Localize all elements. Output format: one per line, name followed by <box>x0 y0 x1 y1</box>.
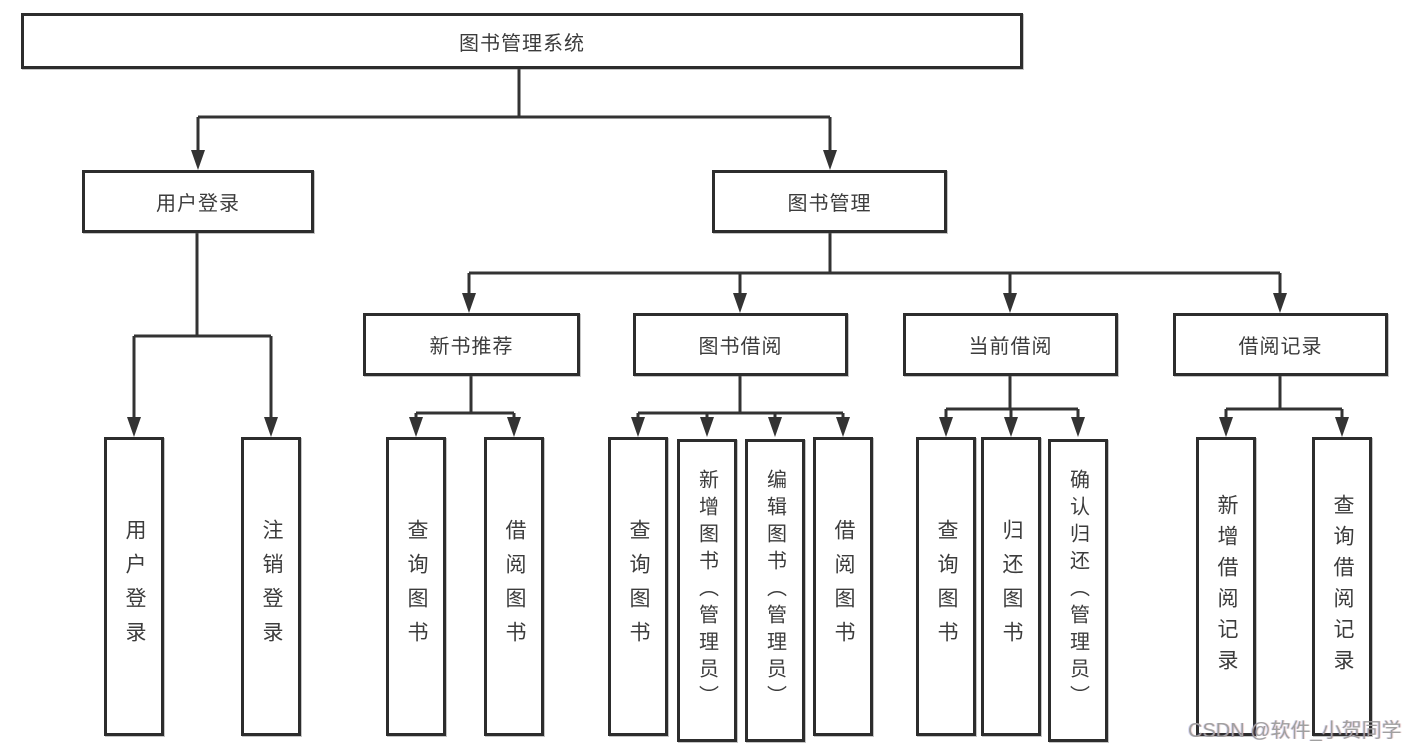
leaf-add-borrow-record: 新增借阅记录 <box>1196 437 1256 736</box>
leaf-label: 注销登录 <box>260 518 283 655</box>
leaf-query-books-borrowing: 查询图书 <box>608 437 668 736</box>
edge-borrow-records-split <box>1224 376 1344 419</box>
leaf-label: 查询图书 <box>405 518 428 655</box>
leaf-query-borrow-record: 查询借阅记录 <box>1312 437 1372 736</box>
leaf-query-books-current: 查询图书 <box>916 437 976 736</box>
node-label: 用户登录 <box>156 193 240 215</box>
edge-new-book-split <box>414 376 516 419</box>
leaf-label: 用户登录 <box>123 518 146 655</box>
edge-book-borrow-split <box>636 376 845 419</box>
leaf-edit-books-admin: 编辑图书（管理员） <box>745 439 805 742</box>
leaf-borrow-books-borrowing: 借阅图书 <box>813 437 873 736</box>
leaf-label: 查询图书 <box>627 518 650 655</box>
leaf-label: 新增借阅记录 <box>1215 493 1238 680</box>
edge-current-borrow-split <box>944 376 1080 419</box>
leaf-user-login: 用户登录 <box>104 437 164 736</box>
node-current-borrowing: 当前借阅 <box>903 313 1118 376</box>
leaf-label: 借阅图书 <box>832 518 855 655</box>
leaf-label: 新增图书（管理员） <box>695 469 718 712</box>
leaf-label: 编辑图书（管理员） <box>763 469 786 712</box>
leaf-label: 归还图书 <box>1000 518 1023 655</box>
leaf-confirm-return-admin: 确认归还（管理员） <box>1048 439 1108 742</box>
node-label: 新书推荐 <box>429 336 514 358</box>
node-book-management: 图书管理 <box>712 170 947 233</box>
leaf-logout: 注销登录 <box>241 437 301 736</box>
leaf-borrow-books-recommendation: 借阅图书 <box>484 437 544 736</box>
edge-book-management-split <box>467 233 1282 295</box>
leaf-query-books-recommendation: 查询图书 <box>386 437 446 736</box>
edge-user-login-split <box>132 233 273 419</box>
node-user-login: 用户登录 <box>82 170 314 233</box>
edge-root-split <box>196 69 832 152</box>
leaf-return-books: 归还图书 <box>981 437 1041 736</box>
node-book-borrowing: 图书借阅 <box>633 313 848 376</box>
node-library-management-system: 图书管理系统 <box>21 13 1023 69</box>
leaf-label: 借阅图书 <box>503 518 526 655</box>
leaf-add-books-admin: 新增图书（管理员） <box>677 439 737 742</box>
node-label: 图书管理系统 <box>459 32 585 55</box>
node-new-book-recommendation: 新书推荐 <box>363 313 580 376</box>
node-label: 当前借阅 <box>968 336 1053 358</box>
node-label: 借阅记录 <box>1238 336 1323 358</box>
node-label: 图书管理 <box>787 193 872 215</box>
node-borrowing-records: 借阅记录 <box>1173 313 1388 376</box>
node-label: 图书借阅 <box>698 336 783 358</box>
csdn-watermark: CSDN @软件_小贺同学 <box>1188 720 1402 742</box>
leaf-label: 查询图书 <box>935 518 958 655</box>
leaf-label: 查询借阅记录 <box>1331 493 1354 680</box>
leaf-label: 确认归还（管理员） <box>1066 469 1089 712</box>
